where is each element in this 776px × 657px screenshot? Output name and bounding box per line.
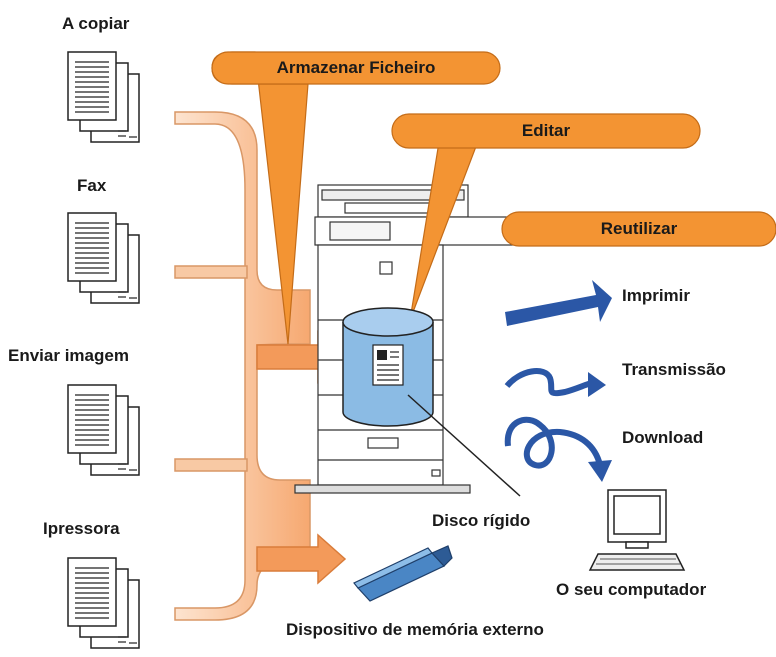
flow-branch-fax xyxy=(174,265,248,279)
flow-branch-send xyxy=(174,458,248,472)
callout-edit xyxy=(391,113,701,149)
callout-store xyxy=(211,51,501,85)
transmit-arrow-icon xyxy=(504,368,596,397)
download-arrow-icon xyxy=(504,416,603,469)
document-stack-icon-fax xyxy=(67,212,140,304)
label-print: Imprimir xyxy=(622,286,691,305)
arrow-to-usb xyxy=(256,533,347,585)
transmit-arrowhead-icon xyxy=(588,372,606,397)
callout-reuse xyxy=(501,211,776,247)
callout-reuse-label: Reutilizar xyxy=(600,219,678,238)
label-fax: Fax xyxy=(77,176,107,195)
download-arrowhead-icon xyxy=(588,460,612,482)
print-arrow-icon xyxy=(505,280,612,326)
callout-store-label: Armazenar Ficheiro xyxy=(276,58,436,77)
label-external-memory: Dispositivo de memória externo xyxy=(286,620,544,639)
label-printer: Ipressora xyxy=(43,519,120,538)
hard-disk-leader-line xyxy=(407,394,521,497)
document-stack-icon-print xyxy=(67,557,140,649)
label-download: Download xyxy=(622,428,704,447)
hard-disk-icon xyxy=(342,307,434,427)
label-copy: A copiar xyxy=(62,14,130,33)
label-computer: O seu computador xyxy=(556,580,707,599)
document-stack-icon-copy xyxy=(67,51,140,143)
callout-edit-label: Editar xyxy=(521,121,571,140)
label-transmit: Transmissão xyxy=(622,360,726,379)
document-stack-icon-send xyxy=(67,384,140,476)
computer-icon xyxy=(588,489,686,571)
label-send-image: Enviar imagem xyxy=(8,346,129,365)
usb-memory-icon xyxy=(353,545,453,602)
label-hard-disk: Disco rígido xyxy=(432,511,531,530)
